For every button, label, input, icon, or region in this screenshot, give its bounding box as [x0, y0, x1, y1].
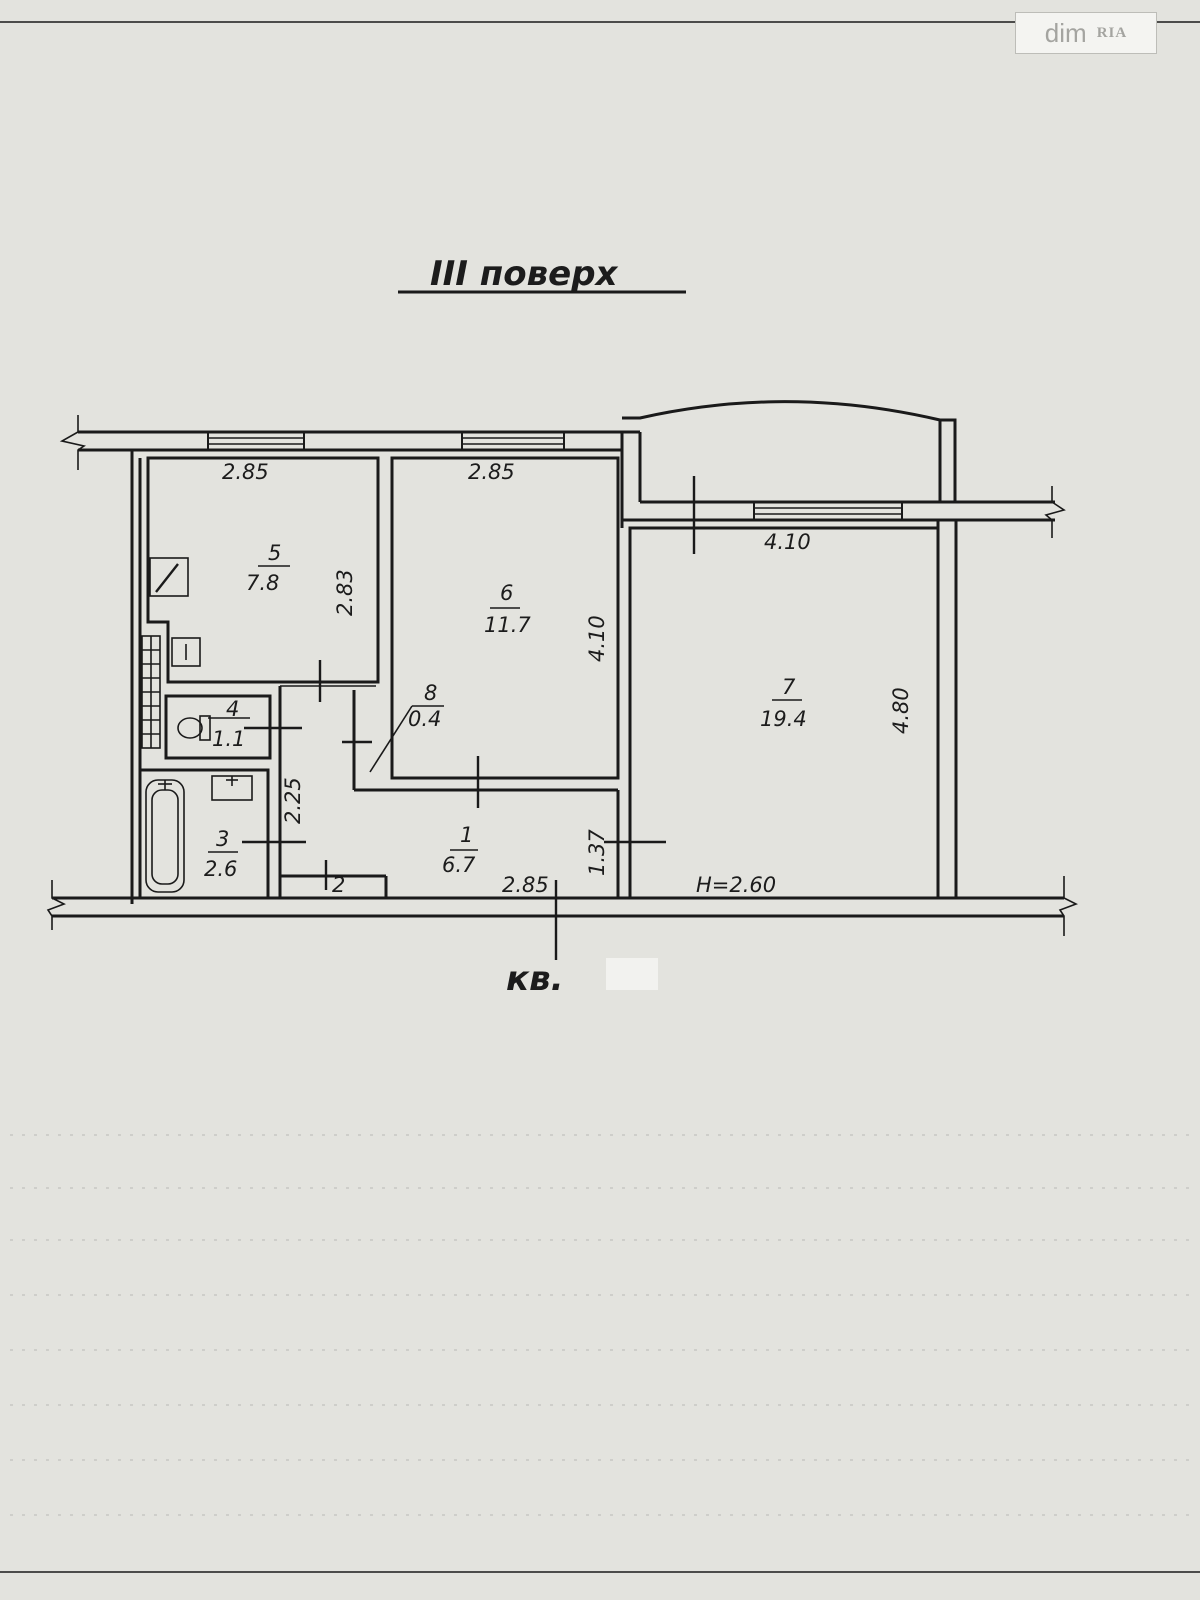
room-3-number: 3 [216, 827, 229, 851]
room-5-number: 5 [268, 541, 281, 565]
kitchen-sink-icon [171, 637, 201, 667]
room-3-area: 2.6 [204, 857, 237, 881]
room-7-number: 7 [782, 675, 796, 699]
room-1-depth-dim: 1.37 [585, 829, 609, 876]
room-6-area: 11.7 [484, 613, 531, 637]
room-3-depth-dim: 2.25 [281, 777, 305, 824]
apartment-label: кв. [506, 959, 564, 999]
room-5-depth-dim: 2.83 [333, 569, 357, 616]
room-6-depth-dim: 4.10 [585, 615, 609, 662]
washbasin-icon [211, 775, 253, 801]
room-4-area: 1.1 [212, 727, 245, 751]
watermark-part1: dim [1044, 17, 1087, 48]
room-1-number: 1 [460, 823, 473, 847]
outer-walls [46, 400, 1078, 936]
bathtub-icon [145, 779, 185, 893]
room-2-number: 2 [332, 873, 345, 897]
room-7-width-dim: 4.10 [764, 530, 811, 554]
watermark-logo: dim RIA [1015, 12, 1157, 54]
door-marks [208, 476, 802, 960]
room-8-number: 8 [424, 681, 437, 705]
room-8-area: 0.4 [408, 707, 441, 731]
room-7-depth-dim: 4.80 [889, 687, 913, 734]
room-5-area: 7.8 [246, 571, 279, 595]
vent-shaft-icon [141, 635, 161, 749]
room-6-number: 6 [500, 581, 513, 605]
room-1-area: 6.7 [442, 853, 476, 877]
ceiling-height: H=2.60 [696, 873, 776, 897]
windows [207, 431, 903, 521]
fixtures [141, 557, 253, 893]
stove-icon [149, 557, 189, 597]
faint-guide-lines [10, 1134, 1190, 1516]
watermark-part2: RIA [1096, 24, 1128, 41]
room-6-width-dim: 2.85 [468, 460, 515, 484]
room8-leader-line [369, 705, 413, 773]
room-1-width-dim: 2.85 [502, 873, 549, 897]
room-4-number: 4 [226, 697, 239, 721]
room-5-width-dim: 2.85 [222, 460, 269, 484]
redacted-apartment-number [606, 958, 658, 990]
room-7-area: 19.4 [760, 707, 807, 731]
toilet-icon [177, 715, 211, 741]
interior-walls [138, 456, 940, 900]
floor-title: III поверх [430, 254, 619, 294]
